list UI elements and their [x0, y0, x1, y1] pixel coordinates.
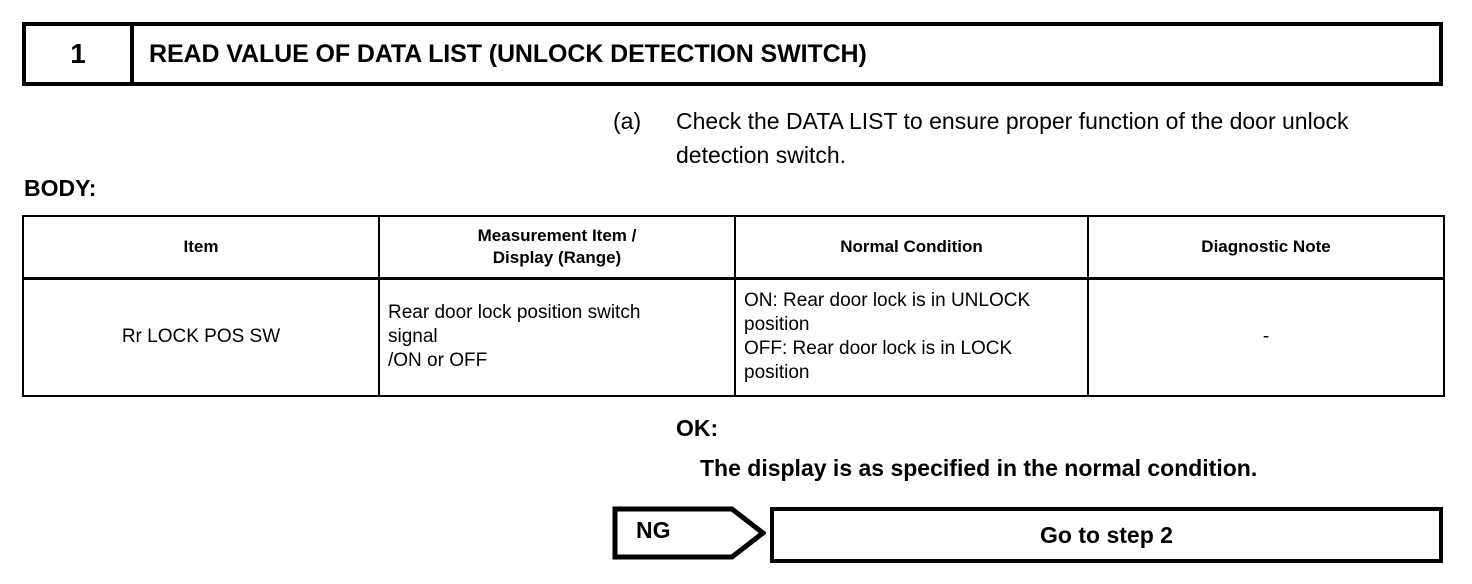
- column-header-measurement-line1: Measurement Item /: [477, 225, 637, 245]
- result-ok-text: The display is as specified in the norma…: [700, 455, 1258, 481]
- section-label-body: BODY:: [24, 175, 97, 201]
- cell-measurement-line1: Rear door lock position switch: [388, 302, 641, 324]
- column-header-item: Item: [23, 216, 380, 280]
- cell-normal-line2: position: [744, 314, 810, 336]
- result-ok-label: OK:: [676, 415, 719, 441]
- data-list-table: Item Measurement Item / Display (Range) …: [22, 215, 1445, 397]
- table-row: Rr LOCK POS SW Rear door lock position s…: [23, 278, 1444, 396]
- cell-normal-line3: OFF: Rear door lock is in LOCK: [744, 338, 1013, 360]
- ng-arrow-shape: [612, 506, 766, 560]
- cell-diagnostic-note: -: [1262, 326, 1270, 348]
- cell-measurement-line3: /ON or OFF: [388, 350, 488, 372]
- step-title: READ VALUE OF DATA LIST (UNLOCK DETECTIO…: [149, 39, 867, 68]
- column-header-measurement: Measurement Item / Display (Range): [379, 216, 736, 280]
- ng-label: NG: [636, 517, 671, 543]
- column-header-measurement-line2: Display (Range): [492, 247, 622, 267]
- cell-measurement: Rear door lock position switch signal /O…: [379, 278, 736, 396]
- cell-item: Rr LOCK POS SW: [23, 278, 380, 396]
- column-header-normal-condition: Normal Condition: [735, 216, 1089, 280]
- column-header-diagnostic-note: Diagnostic Note: [1088, 216, 1444, 280]
- step-header-bar: 1 READ VALUE OF DATA LIST (UNLOCK DETECT…: [22, 22, 1443, 86]
- cell-normal-condition: ON: Rear door lock is in UNLOCK position…: [735, 278, 1089, 396]
- instruction-text: Check the DATA LIST to ensure proper fun…: [676, 108, 1349, 168]
- goto-step-label: Go to step 2: [1040, 521, 1173, 548]
- cell-normal-line4: position: [744, 362, 810, 384]
- cell-measurement-line2: signal: [388, 326, 438, 348]
- cell-normal-line1: ON: Rear door lock is in UNLOCK: [744, 290, 1031, 312]
- step-number-cell: 1: [26, 26, 134, 82]
- instruction-marker: (a): [613, 108, 642, 134]
- step-number: 1: [70, 38, 86, 69]
- instruction-block: (a) Check the DATA LIST to ensure proper…: [613, 104, 1443, 172]
- table-header-row: Item Measurement Item / Display (Range) …: [23, 216, 1444, 280]
- goto-step-box[interactable]: Go to step 2: [770, 507, 1443, 563]
- step-title-cell: READ VALUE OF DATA LIST (UNLOCK DETECTIO…: [134, 26, 1439, 82]
